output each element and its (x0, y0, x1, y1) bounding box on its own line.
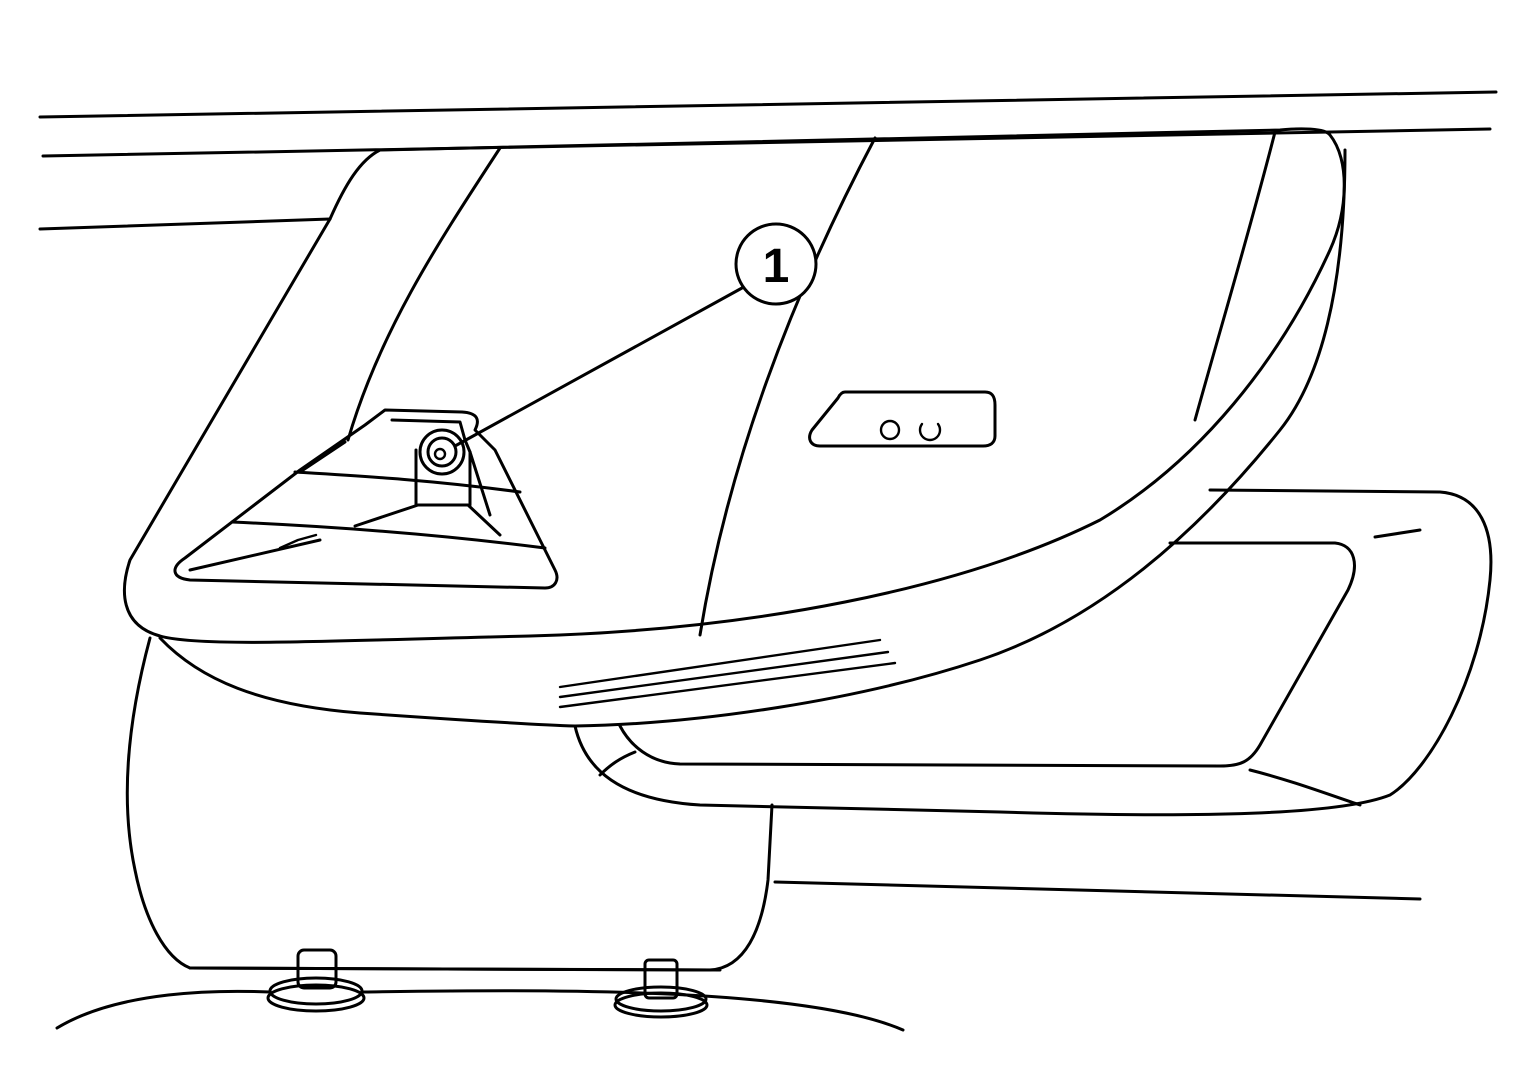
camera-housing (173, 408, 559, 590)
seat-headrest (55, 636, 905, 1032)
oc-lamp-icon (879, 419, 942, 442)
callout-1: 1 (453, 222, 818, 448)
callout-1-label: 1 (763, 240, 790, 293)
license-lamp-panel (808, 390, 997, 448)
license-plate-area (573, 488, 1493, 817)
roof-lines (38, 90, 1498, 901)
headrest-post-left (266, 948, 366, 1013)
trunk-garnish (123, 127, 1347, 728)
camera-lens-icon (418, 428, 466, 476)
